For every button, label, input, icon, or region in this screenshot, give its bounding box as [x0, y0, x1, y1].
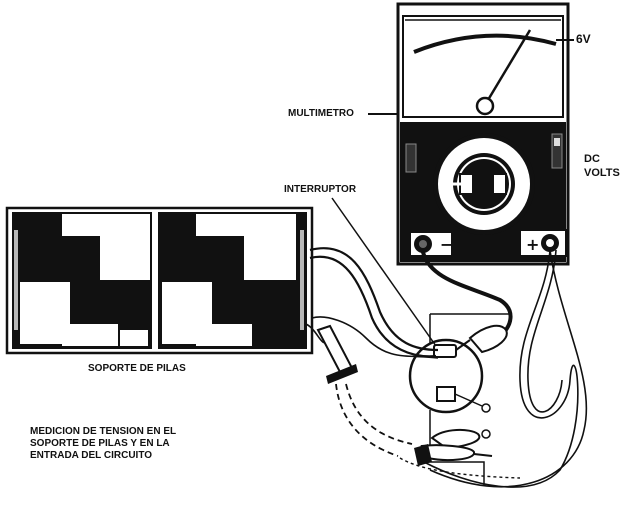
switch-label: INTERRUPTOR: [284, 184, 357, 195]
switch-leader: [331, 197, 437, 347]
negative-lead: [421, 251, 513, 338]
battery-holder: [5, 206, 314, 355]
probe-path-dashed-b: [345, 383, 413, 445]
probe-battery-grip: [326, 364, 358, 384]
battery-wire-lower: [309, 255, 437, 358]
probe-path-dashed-a: [335, 383, 399, 457]
battery-holder-label: SOPORTE DE PILAS: [88, 363, 186, 374]
wires: [305, 247, 588, 488]
multimeter: − +: [396, 2, 574, 266]
switch-board: [408, 313, 510, 486]
right-slider: [551, 133, 563, 169]
positive-sign: +: [526, 235, 539, 254]
negative-sign: −: [440, 235, 453, 254]
probe-switch: [468, 324, 508, 354]
voltage-label: 6V: [576, 32, 591, 46]
probe-lead-a: [311, 316, 439, 359]
positive-lead-outer: [423, 249, 579, 488]
figure-caption: MEDICION DE TENSION EN EL SOPORTE DE PIL…: [30, 426, 176, 462]
battery-wire-upper: [309, 247, 439, 352]
needle-pivot: [475, 96, 495, 116]
dc-text: DC: [584, 153, 600, 165]
volts-text: VOLTS: [584, 167, 620, 179]
caption-line-2: SOPORTE DE PILAS Y EN LA: [30, 438, 170, 449]
left-slider: [405, 143, 417, 173]
circuit-board-outline: [429, 313, 510, 486]
caption-line-3: ENTRADA DEL CIRCUITO: [30, 450, 153, 461]
dc-volts-label: DC VOLTS: [584, 152, 620, 180]
meter-scale: [413, 33, 557, 54]
probes: [316, 324, 508, 466]
multimeter-label: MULTIMETRO: [288, 108, 354, 119]
probe-input-b: [420, 444, 475, 461]
probe-battery: [316, 324, 354, 374]
switch-body: [408, 338, 484, 414]
positive-lead-inner: [429, 249, 588, 488]
meter-needle: [483, 29, 532, 106]
caption-line-1: MEDICION DE TENSION EN EL: [30, 426, 177, 437]
